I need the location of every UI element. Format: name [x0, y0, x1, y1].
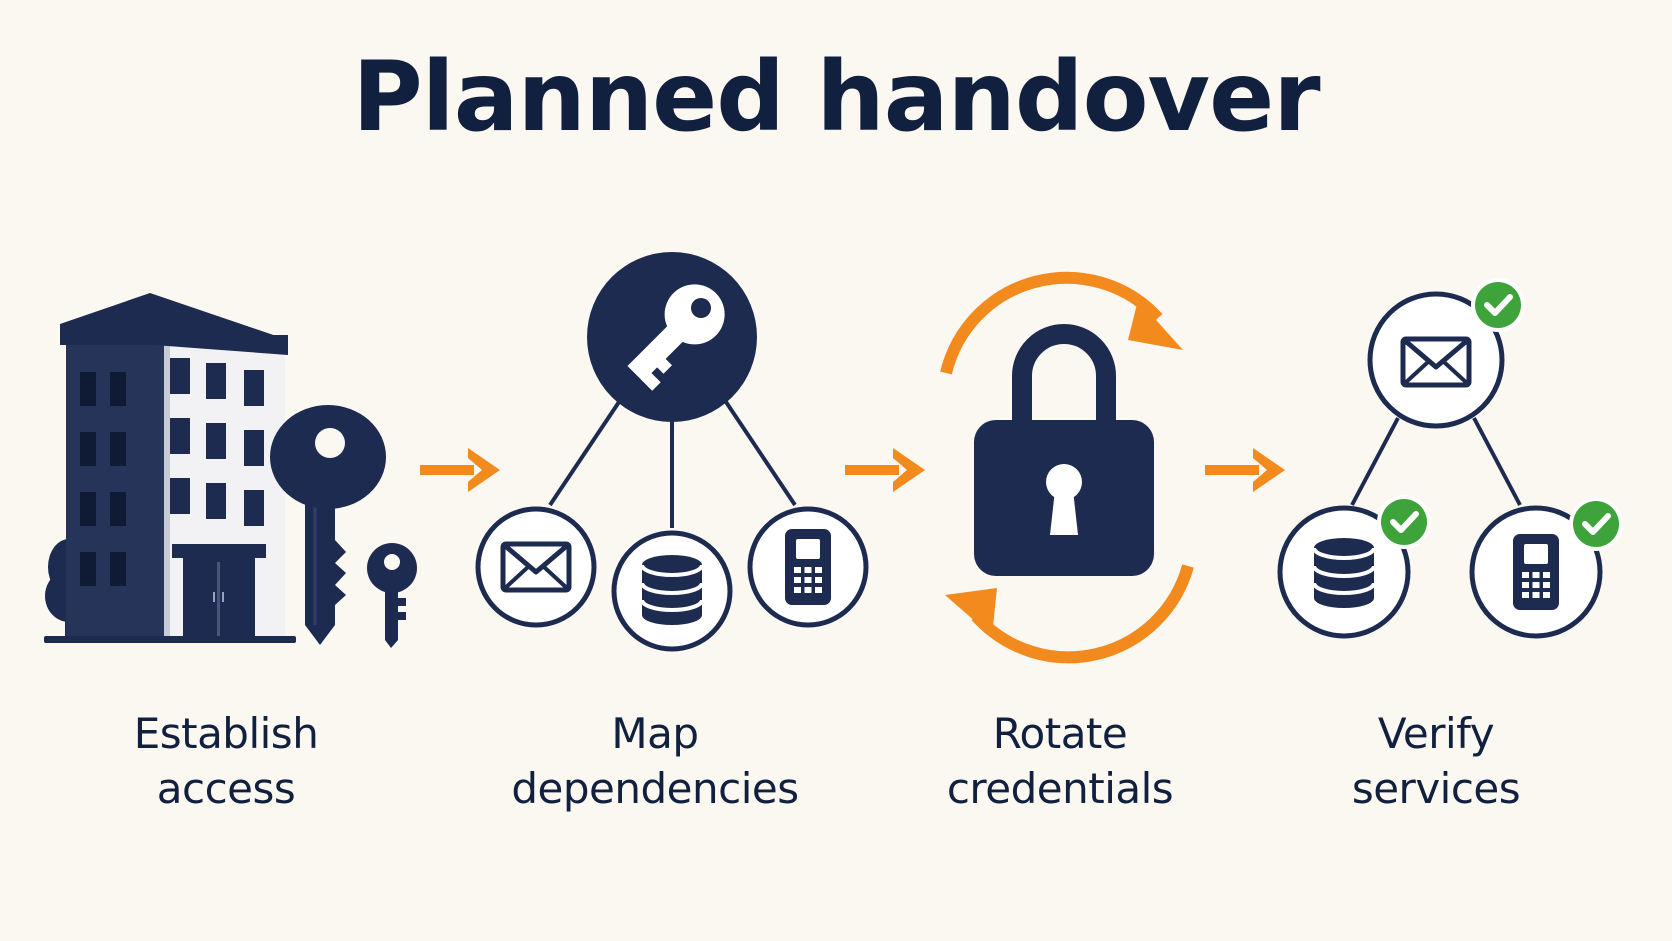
phone-icon: [785, 529, 831, 605]
step-label-line1: Map: [611, 709, 699, 758]
phone-node: [747, 506, 869, 628]
mail-node: [475, 506, 597, 628]
step-label-verify-services: Verify services: [1246, 706, 1626, 816]
step-map-dependencies: [475, 252, 869, 652]
page-title: Planned handover: [352, 41, 1320, 153]
step-label-line2: dependencies: [511, 764, 799, 813]
mail-node: [1367, 278, 1525, 429]
key-icon: [587, 252, 757, 422]
step-label-line1: Establish: [133, 709, 319, 758]
step-verify-services: [1277, 278, 1623, 639]
step-establish-access: [44, 293, 417, 648]
large-key-icon: [270, 405, 386, 645]
phone-icon: [1513, 534, 1559, 610]
database-icon: [1312, 536, 1376, 610]
step-label-line1: Verify: [1377, 709, 1495, 758]
office-building-icon: [44, 293, 296, 643]
step-label-line2: access: [156, 764, 296, 813]
connector-lines: [1350, 417, 1522, 506]
database-node: [1277, 495, 1431, 639]
step-label-line1: Rotate: [992, 709, 1128, 758]
rotate-arrows-icon: [940, 271, 1194, 664]
check-icon: [1377, 495, 1431, 549]
padlock-icon: [974, 324, 1154, 576]
arrow-right-icon: [1205, 448, 1285, 492]
connector-lines: [548, 391, 797, 528]
database-node: [611, 530, 733, 652]
mail-icon: [503, 544, 569, 590]
step-label-rotate-credentials: Rotate credentials: [870, 706, 1250, 816]
step-rotate-credentials: [940, 271, 1194, 664]
step-label-line2: services: [1351, 764, 1521, 813]
phone-node: [1469, 497, 1623, 639]
database-icon: [640, 553, 704, 627]
step-label-establish-access: Establish access: [36, 706, 416, 816]
mail-icon: [1403, 339, 1469, 385]
step-label-map-dependencies: Map dependencies: [465, 706, 845, 816]
arrow-right-icon: [420, 448, 500, 492]
check-icon: [1569, 497, 1623, 551]
small-key-icon: [367, 543, 417, 648]
check-icon: [1471, 278, 1525, 332]
arrow-right-icon: [845, 448, 925, 492]
step-label-line2: credentials: [946, 764, 1174, 813]
